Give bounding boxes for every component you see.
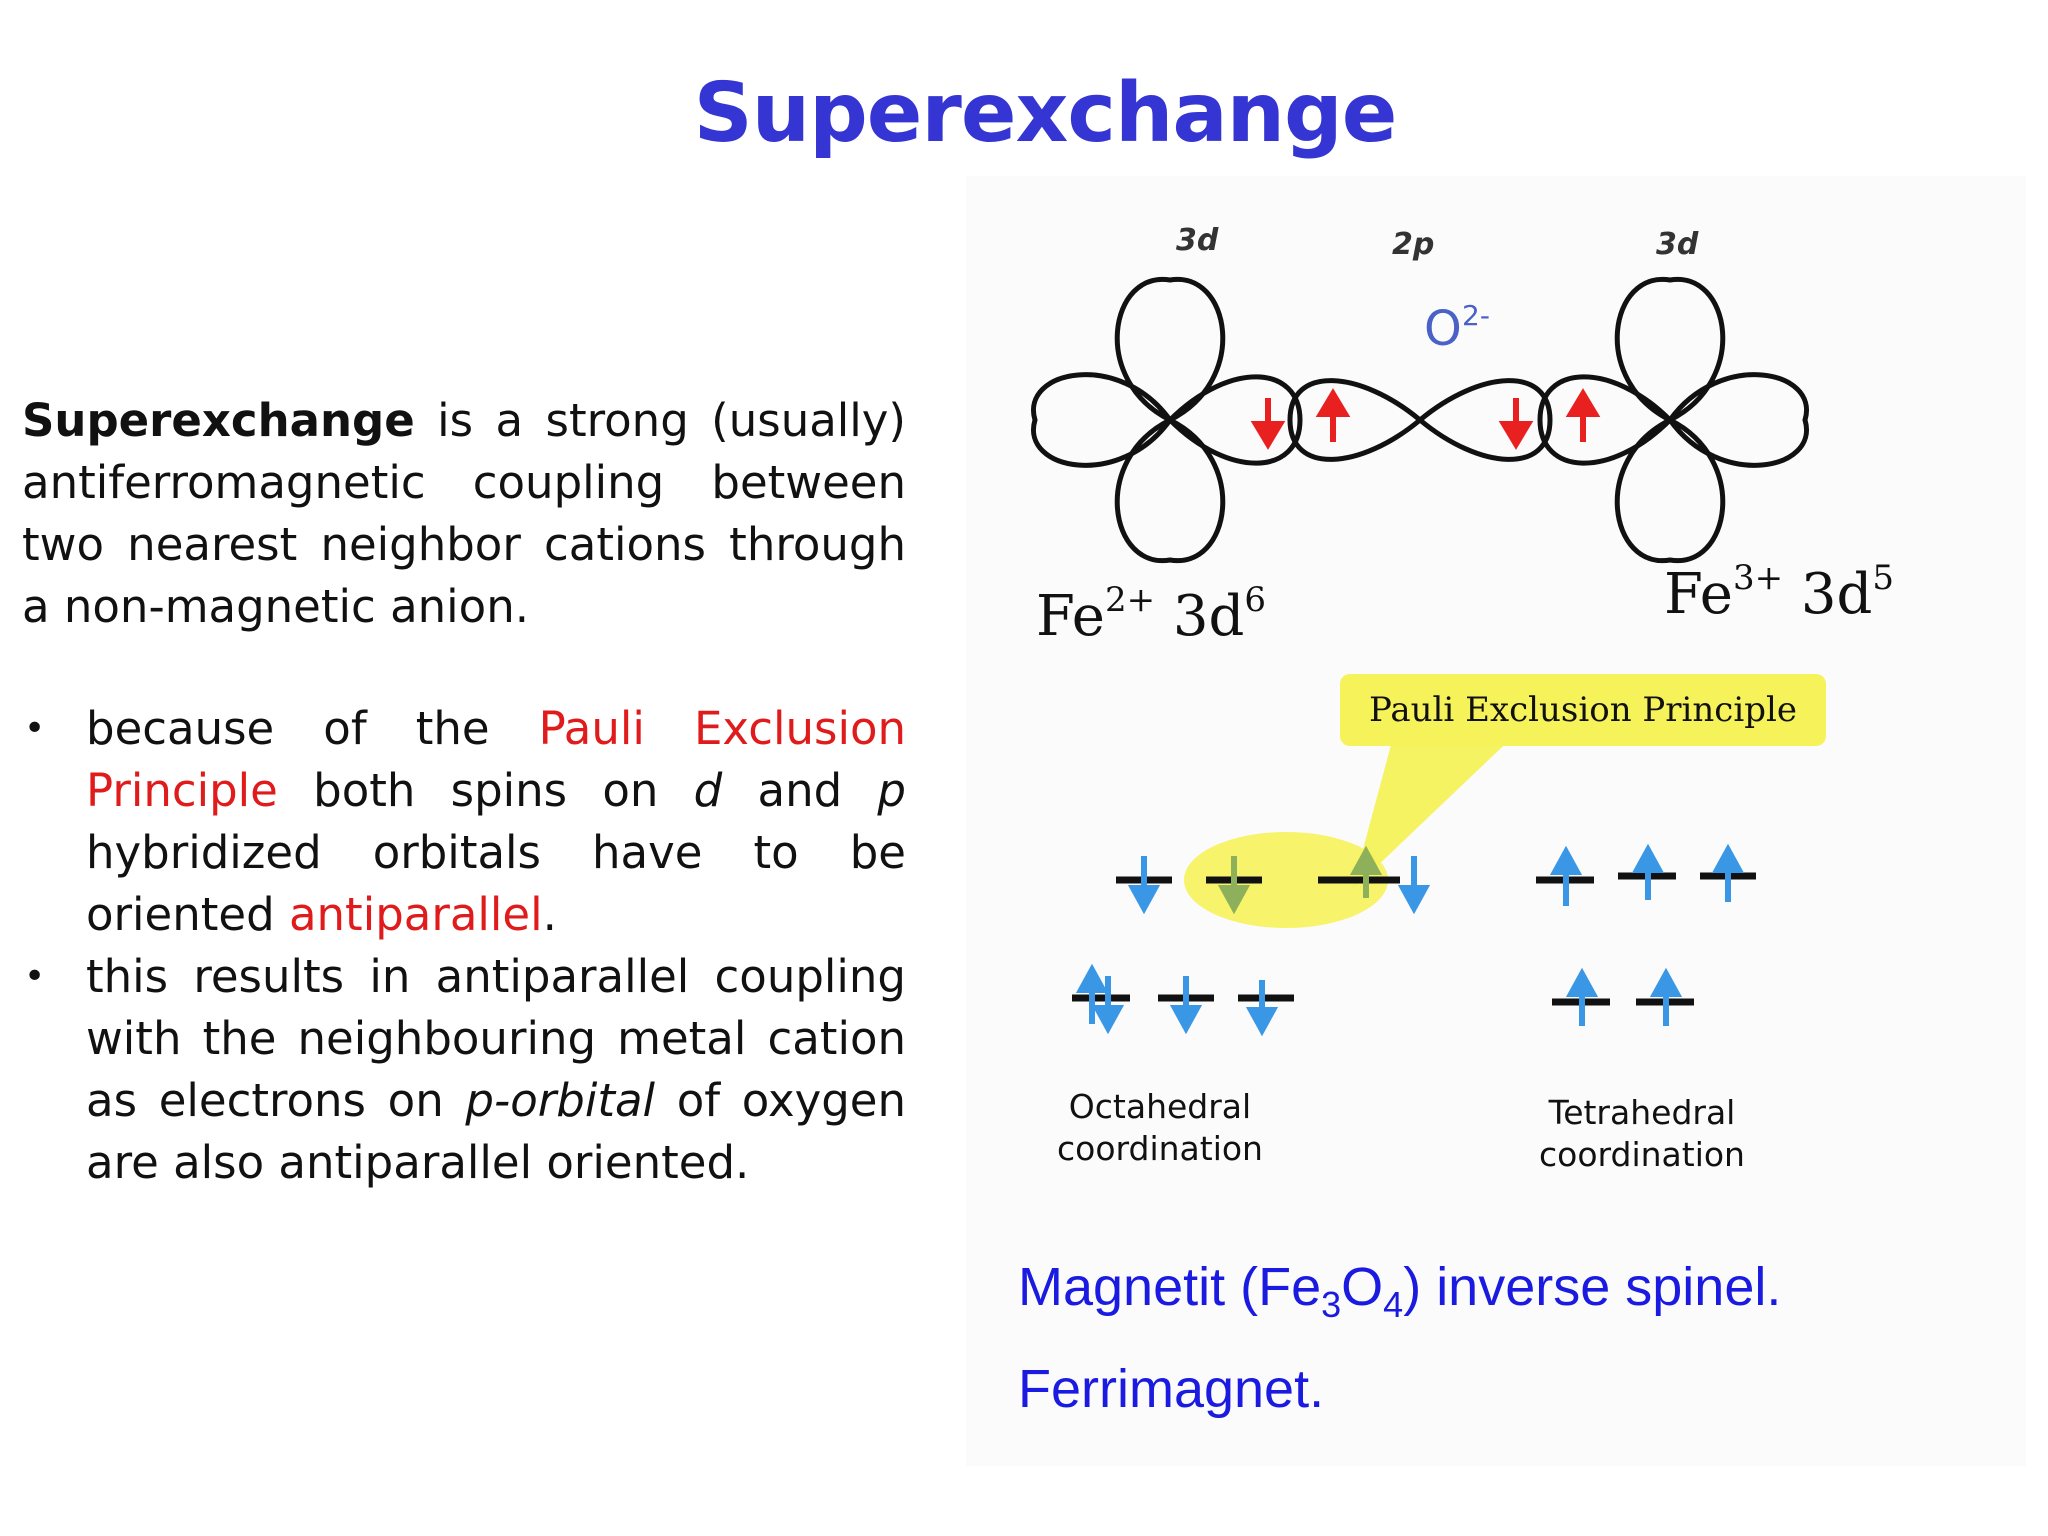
coord-label-line: coordination <box>1057 1129 1263 1168</box>
ion-config-sup: 5 <box>1872 558 1894 598</box>
spin-up-icon <box>1565 967 1599 997</box>
mineral-sub: 3 <box>1321 1284 1342 1325</box>
spin-up-icon <box>1549 845 1583 875</box>
tetrahedral-spins <box>1549 843 1745 1026</box>
octahedral-spins <box>1075 845 1431 1037</box>
mineral-formula: Magnetit (Fe3O4) inverse spinel. <box>1018 1256 1782 1323</box>
ion-config: 3d <box>1800 562 1873 627</box>
right-3d-orbital <box>1537 276 1809 564</box>
anion-symbol: O <box>1424 301 1462 357</box>
spin-up-icon <box>1075 963 1109 993</box>
spin-down-head <box>1250 421 1286 450</box>
ion-right-label: Fe3+ 3d5 <box>1664 561 1894 627</box>
bullet-italic-p: p <box>877 764 906 817</box>
bullet-text: both spins on <box>277 764 694 817</box>
ion-left-label: Fe2+ 3d6 <box>1036 583 1266 649</box>
spin-up-icon <box>1711 843 1745 873</box>
bullet-pauli: • because of the Pauli Exclusion Principl… <box>22 698 906 946</box>
overlap-spins <box>1250 388 1601 450</box>
pauli-highlight: Pauli Exclusion Principle <box>86 702 906 817</box>
bullet-text: and <box>722 764 878 817</box>
spin-down-head <box>1498 421 1534 450</box>
ion-charge: 3+ <box>1732 558 1784 598</box>
definition-paragraph: Superexchange is a strong (usually) anti… <box>22 390 906 638</box>
coord-label-line: coordination <box>1539 1135 1745 1174</box>
bullet-list: • because of the Pauli Exclusion Principl… <box>22 698 906 1194</box>
spin-up-head <box>1565 388 1601 417</box>
spin-up-head <box>1315 388 1351 417</box>
definition-term: Superexchange <box>22 394 415 447</box>
left-3d-orbital <box>1031 276 1303 564</box>
spin-up-icon <box>1649 967 1683 997</box>
bullet-text: because of the <box>86 702 539 755</box>
pauli-callout: Pauli Exclusion Principle <box>1340 674 1826 746</box>
spin-down-icon <box>1245 1007 1279 1037</box>
spin-down-icon <box>1217 885 1251 915</box>
mineral-tail: ) inverse spinel. <box>1403 1257 1782 1317</box>
bullet-dot: • <box>24 956 46 997</box>
mineral-sub: 4 <box>1383 1284 1404 1325</box>
spin-down-icon <box>1091 1005 1125 1035</box>
bullet-dot: • <box>24 708 46 749</box>
ion-symbol: Fe <box>1664 562 1733 627</box>
oxygen-2p-orbital <box>1287 378 1553 462</box>
spin-up-icon <box>1349 845 1383 875</box>
bullet-italic-p-orbital: p-orbital <box>465 1074 656 1127</box>
mineral-mid: O <box>1341 1257 1384 1317</box>
ion-config: 3d <box>1172 584 1245 649</box>
spin-down-icon <box>1169 1005 1203 1035</box>
orbital-label-2p: 2p <box>1392 227 1434 262</box>
orbital-label-3d-right: 3d <box>1656 227 1699 262</box>
bullet-italic-d: d <box>693 764 723 817</box>
spin-down-icon <box>1397 885 1431 915</box>
coord-label-line: Octahedral <box>1068 1087 1252 1126</box>
ion-symbol: Fe <box>1036 584 1105 649</box>
spin-up-icon <box>1631 843 1665 873</box>
definition-text: is a strong (usually) antiferromagnetic … <box>22 394 906 633</box>
mineral-name: Magnetit (Fe <box>1018 1257 1322 1317</box>
ion-charge: 2+ <box>1104 580 1156 620</box>
bullet-text: this results in antiparallel coupling wi… <box>86 950 906 1127</box>
coord-label-line: Tetrahedral <box>1548 1093 1736 1132</box>
ion-config-sup: 6 <box>1244 580 1266 620</box>
bullet-text: of oxygen are also antiparallel oriented… <box>86 1074 906 1189</box>
antiparallel-highlight: antiparallel <box>288 888 543 941</box>
orbital-label-3d-left: 3d <box>1176 223 1219 258</box>
anion-charge: 2- <box>1462 299 1490 332</box>
spin-down-icon <box>1127 885 1161 915</box>
bullet-coupling: • this results in antiparallel coupling w… <box>22 946 906 1194</box>
mineral-type: Ferrimagnet. <box>1018 1359 1325 1419</box>
slide-title: Superexchange <box>693 66 1398 161</box>
bullet-text: . <box>542 888 557 941</box>
bullet-text: hybridized orbitals have to be oriented <box>86 826 906 941</box>
